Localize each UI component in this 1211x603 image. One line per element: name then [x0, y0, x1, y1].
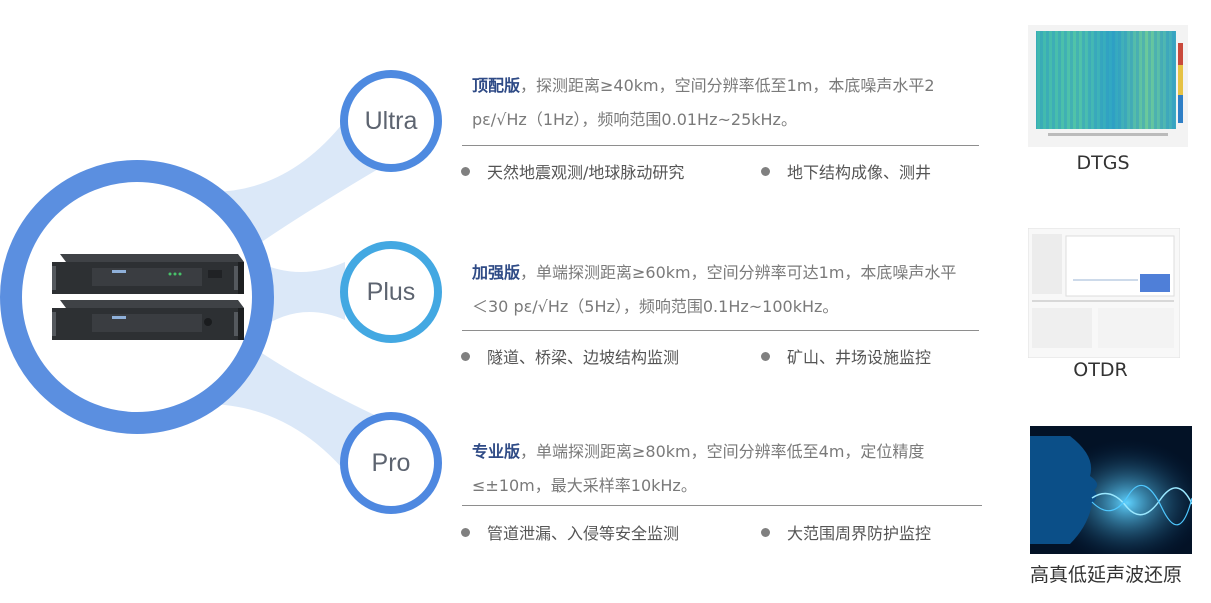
tier-plus-description: 加强版，单端探测距离≥60km，空间分辨率可达1m，本底噪声水平＜30 pε/√…: [472, 256, 958, 324]
otdr-software-thumbnail: [1028, 228, 1180, 358]
dtgs-waterfall-thumbnail: [1028, 25, 1188, 147]
tier-ultra-divider: [462, 145, 979, 146]
bullet-dot-icon: [761, 527, 770, 537]
tier-pro-spec: ，单端探测距离≥80km，空间分辨率低至4m，定位精度≤±10m，最大采样率10…: [472, 442, 925, 495]
tier-plus-name: 加强版: [472, 263, 521, 282]
sound-restoration-caption: 高真低延声波还原: [1029, 564, 1182, 586]
rack-device-image: [52, 254, 244, 340]
application-label: 管道泄漏、入侵等安全监测: [487, 524, 680, 543]
tier-ultra-description: 顶配版，探测距离≥40km，空间分辨率低至1m，本底噪声水平2 pε/√Hz（1…: [472, 69, 958, 137]
bullet-dot-icon: [761, 351, 770, 361]
tier-plus-divider: [462, 330, 979, 331]
bullet-dot-icon: [461, 527, 470, 537]
otdr-caption: OTDR: [1073, 359, 1128, 381]
application-label: 天然地震观测/地球脉动研究: [487, 163, 685, 182]
tier-badge-pro[interactable]: Pro: [340, 412, 442, 514]
tier-badge-pro-label: Pro: [371, 448, 411, 477]
bullet-dot-icon: [461, 166, 470, 176]
application-label: 矿山、井场设施监控: [787, 348, 932, 367]
tier-ultra-application-1: 天然地震观测/地球脉动研究: [461, 159, 684, 183]
tier-plus-application-1: 隧道、桥梁、边坡结构监测: [461, 344, 679, 368]
dtgs-caption: DTGS: [1076, 152, 1130, 174]
tier-pro-name: 专业版: [472, 442, 521, 461]
tier-ultra-spec: ，探测距离≥40km，空间分辨率低至1m，本底噪声水平2 pε/√Hz（1Hz）…: [472, 76, 935, 129]
tier-ultra-application-2: 地下结构成像、测井: [761, 159, 931, 183]
tier-pro-divider: [462, 505, 982, 506]
bullet-dot-icon: [761, 166, 770, 176]
application-label: 地下结构成像、测井: [787, 163, 932, 182]
tier-badge-ultra-label: Ultra: [364, 106, 418, 135]
sound-wave-thumbnail: [1030, 426, 1192, 554]
tier-badge-plus[interactable]: Plus: [340, 241, 442, 343]
tier-plus-spec: ，单端探测距离≥60km，空间分辨率可达1m，本底噪声水平＜30 pε/√Hz（…: [472, 263, 957, 316]
bullet-dot-icon: [461, 351, 470, 361]
application-label: 隧道、桥梁、边坡结构监测: [487, 348, 680, 367]
connector-plus: [258, 262, 345, 330]
application-label: 大范围周界防护监控: [787, 524, 932, 543]
tier-pro-application-1: 管道泄漏、入侵等安全监测: [461, 520, 679, 544]
tier-pro-application-2: 大范围周界防护监控: [761, 520, 931, 544]
tier-ultra-name: 顶配版: [472, 76, 521, 95]
tier-plus-application-2: 矿山、井场设施监控: [761, 344, 931, 368]
tier-badge-ultra[interactable]: Ultra: [340, 70, 442, 172]
tier-badge-plus-label: Plus: [366, 277, 416, 306]
tier-pro-description: 专业版，单端探测距离≥80km，空间分辨率低至4m，定位精度≤±10m，最大采样…: [472, 435, 958, 503]
